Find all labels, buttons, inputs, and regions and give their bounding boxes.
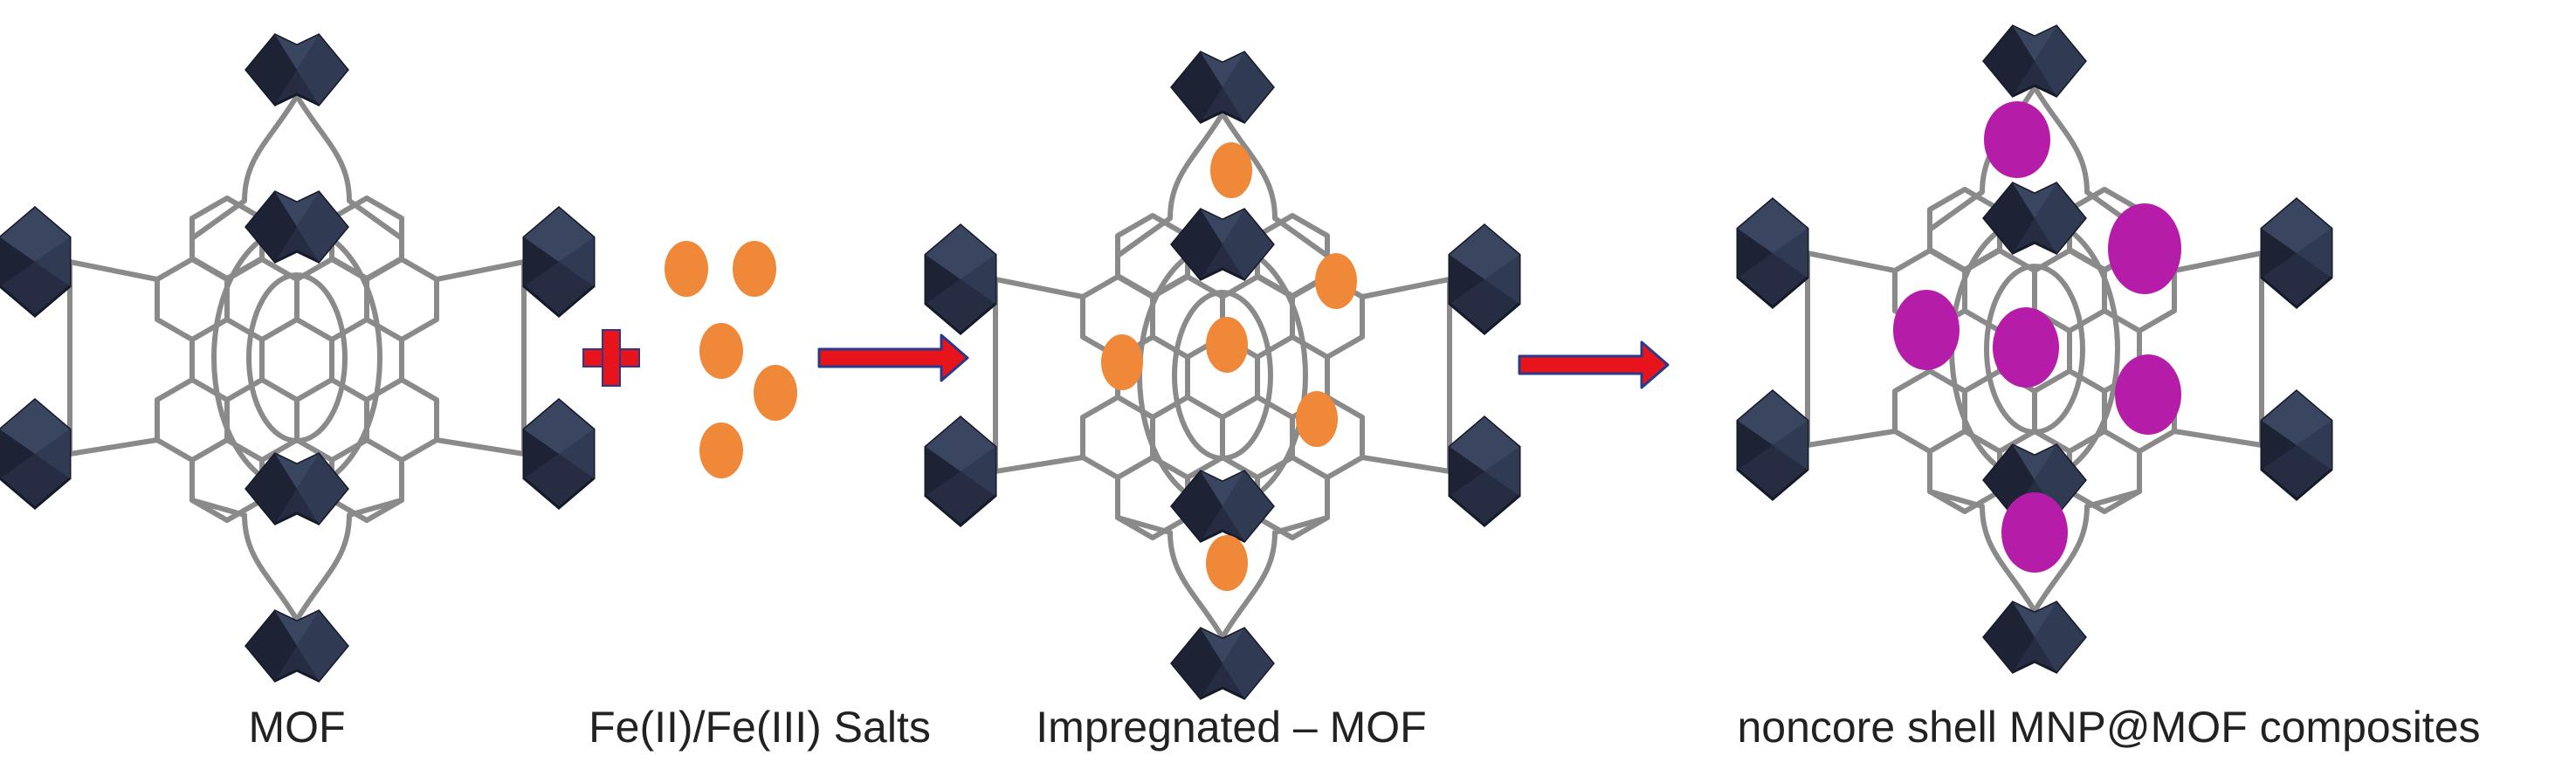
particle-icon <box>1296 391 1338 447</box>
particle-icon <box>2108 203 2181 294</box>
impregnated-mof-label: Impregnated – MOF <box>1036 703 1427 752</box>
right-arrow-icon <box>817 333 969 382</box>
impregnated-mof-framework-icon <box>926 52 1519 698</box>
particle-icon <box>1893 290 1960 370</box>
salt-particles <box>665 241 797 478</box>
composite-label: noncore shell MNP@MOF composites <box>1737 703 2481 752</box>
particle-icon <box>1210 142 1252 198</box>
particle-icon <box>1101 334 1143 390</box>
particle-icon <box>754 365 797 421</box>
composite-framework-icon <box>1738 26 2331 672</box>
salts-label: Fe(II)/Fe(III) Salts <box>589 703 931 752</box>
particle-icon <box>699 323 743 379</box>
mof-framework-icon <box>0 35 594 681</box>
particle-icon <box>1315 253 1357 309</box>
particle-icon <box>1984 101 2050 178</box>
right-arrow-icon <box>1518 340 1670 389</box>
particle-icon <box>1206 535 1248 591</box>
particle-icon <box>2115 354 2181 435</box>
particle-icon <box>665 241 708 297</box>
mof-label: MOF <box>248 703 346 752</box>
particle-icon <box>1206 317 1248 373</box>
particle-icon <box>2001 492 2068 573</box>
particle-icon <box>1993 307 2059 388</box>
particle-icon <box>699 422 743 478</box>
particle-icon <box>733 241 776 297</box>
plus-sign-icon <box>582 329 640 387</box>
